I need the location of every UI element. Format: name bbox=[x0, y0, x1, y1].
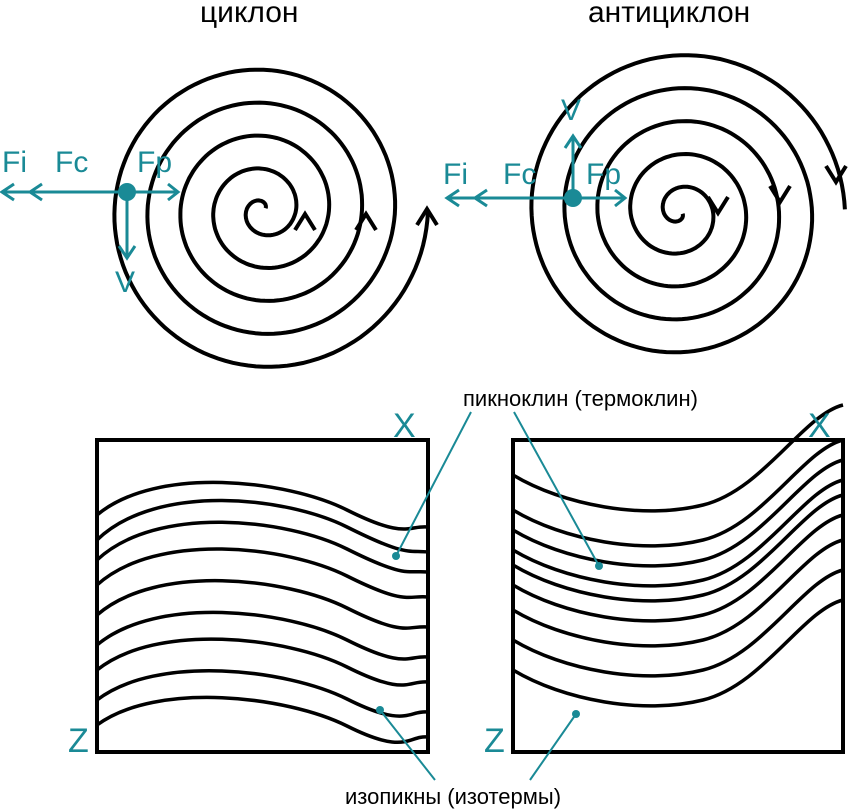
cyclone-fp-label: Fp bbox=[137, 146, 172, 179]
isopycnal-line bbox=[512, 438, 844, 548]
cyclone-x-axis-label: X bbox=[393, 407, 416, 445]
isopycnals-label: изопикны (изотермы) bbox=[345, 784, 561, 809]
flow-arrowhead bbox=[824, 164, 848, 186]
flow-arrowhead bbox=[706, 195, 730, 217]
anticyclone-fp-label: Fp bbox=[586, 158, 621, 191]
cyclone-z-axis-label: Z bbox=[68, 722, 89, 760]
isopycnal-line bbox=[512, 568, 844, 678]
cyclone-force-vectors: Fi Fc Fp V bbox=[0, 146, 181, 299]
anticyclone-section-box bbox=[511, 438, 845, 754]
isopycnal-line bbox=[512, 538, 844, 648]
cyclone-fi-label: Fi bbox=[2, 146, 27, 179]
anticyclone-title: антициклон bbox=[588, 0, 750, 29]
isopycnal-line bbox=[95, 547, 429, 600]
isopycnal-line bbox=[512, 598, 844, 708]
isopycnal-line bbox=[512, 458, 844, 568]
cyclone-isopycnals bbox=[95, 480, 429, 744]
anticyclone-point bbox=[564, 189, 582, 207]
cyclone-v-label: V bbox=[115, 266, 135, 299]
anticyclone-fi-label: Fi bbox=[443, 158, 468, 191]
anticyclone-fc-label: Fc bbox=[503, 158, 536, 191]
flow-arrowhead bbox=[354, 210, 378, 232]
flow-arrowhead bbox=[415, 205, 439, 227]
isopycnal-line bbox=[95, 637, 429, 687]
isopycnal-line bbox=[512, 403, 844, 513]
flow-arrowhead bbox=[768, 184, 792, 206]
cyclone-flow-arrows bbox=[293, 205, 439, 232]
anticyclone-flow-arrows bbox=[706, 164, 848, 217]
annotation-pointers bbox=[376, 411, 603, 781]
isopycnal-line bbox=[95, 669, 429, 718]
isopycnal-line bbox=[512, 493, 844, 603]
cyclone-point bbox=[118, 183, 136, 201]
anticyclone-spiral bbox=[529, 53, 847, 355]
anticyclone-isopycnals bbox=[512, 403, 844, 708]
isopycnal-line bbox=[512, 513, 844, 623]
isopycnal-line bbox=[95, 610, 429, 661]
pycnocline-label: пикноклин (термоклин) bbox=[463, 386, 698, 411]
flow-arrowhead bbox=[293, 210, 317, 232]
isopycnal-line bbox=[512, 478, 844, 588]
cyclone-title: циклон bbox=[200, 0, 299, 29]
cyclone-spiral bbox=[112, 67, 430, 369]
anticyclone-force-vectors: Fi Fc Fp V bbox=[443, 94, 628, 208]
isopycnal-line bbox=[95, 578, 429, 630]
isopycnal-line bbox=[95, 695, 429, 744]
anticyclone-x-axis-label: X bbox=[808, 407, 831, 445]
isopycnal-line bbox=[95, 520, 429, 574]
anticyclone-z-axis-label: Z bbox=[484, 722, 505, 760]
isopycnal-line bbox=[95, 480, 429, 531]
isopycnal-line bbox=[95, 498, 429, 554]
cyclone-fc-label: Fc bbox=[55, 146, 88, 179]
anticyclone-v-label: V bbox=[561, 94, 581, 127]
